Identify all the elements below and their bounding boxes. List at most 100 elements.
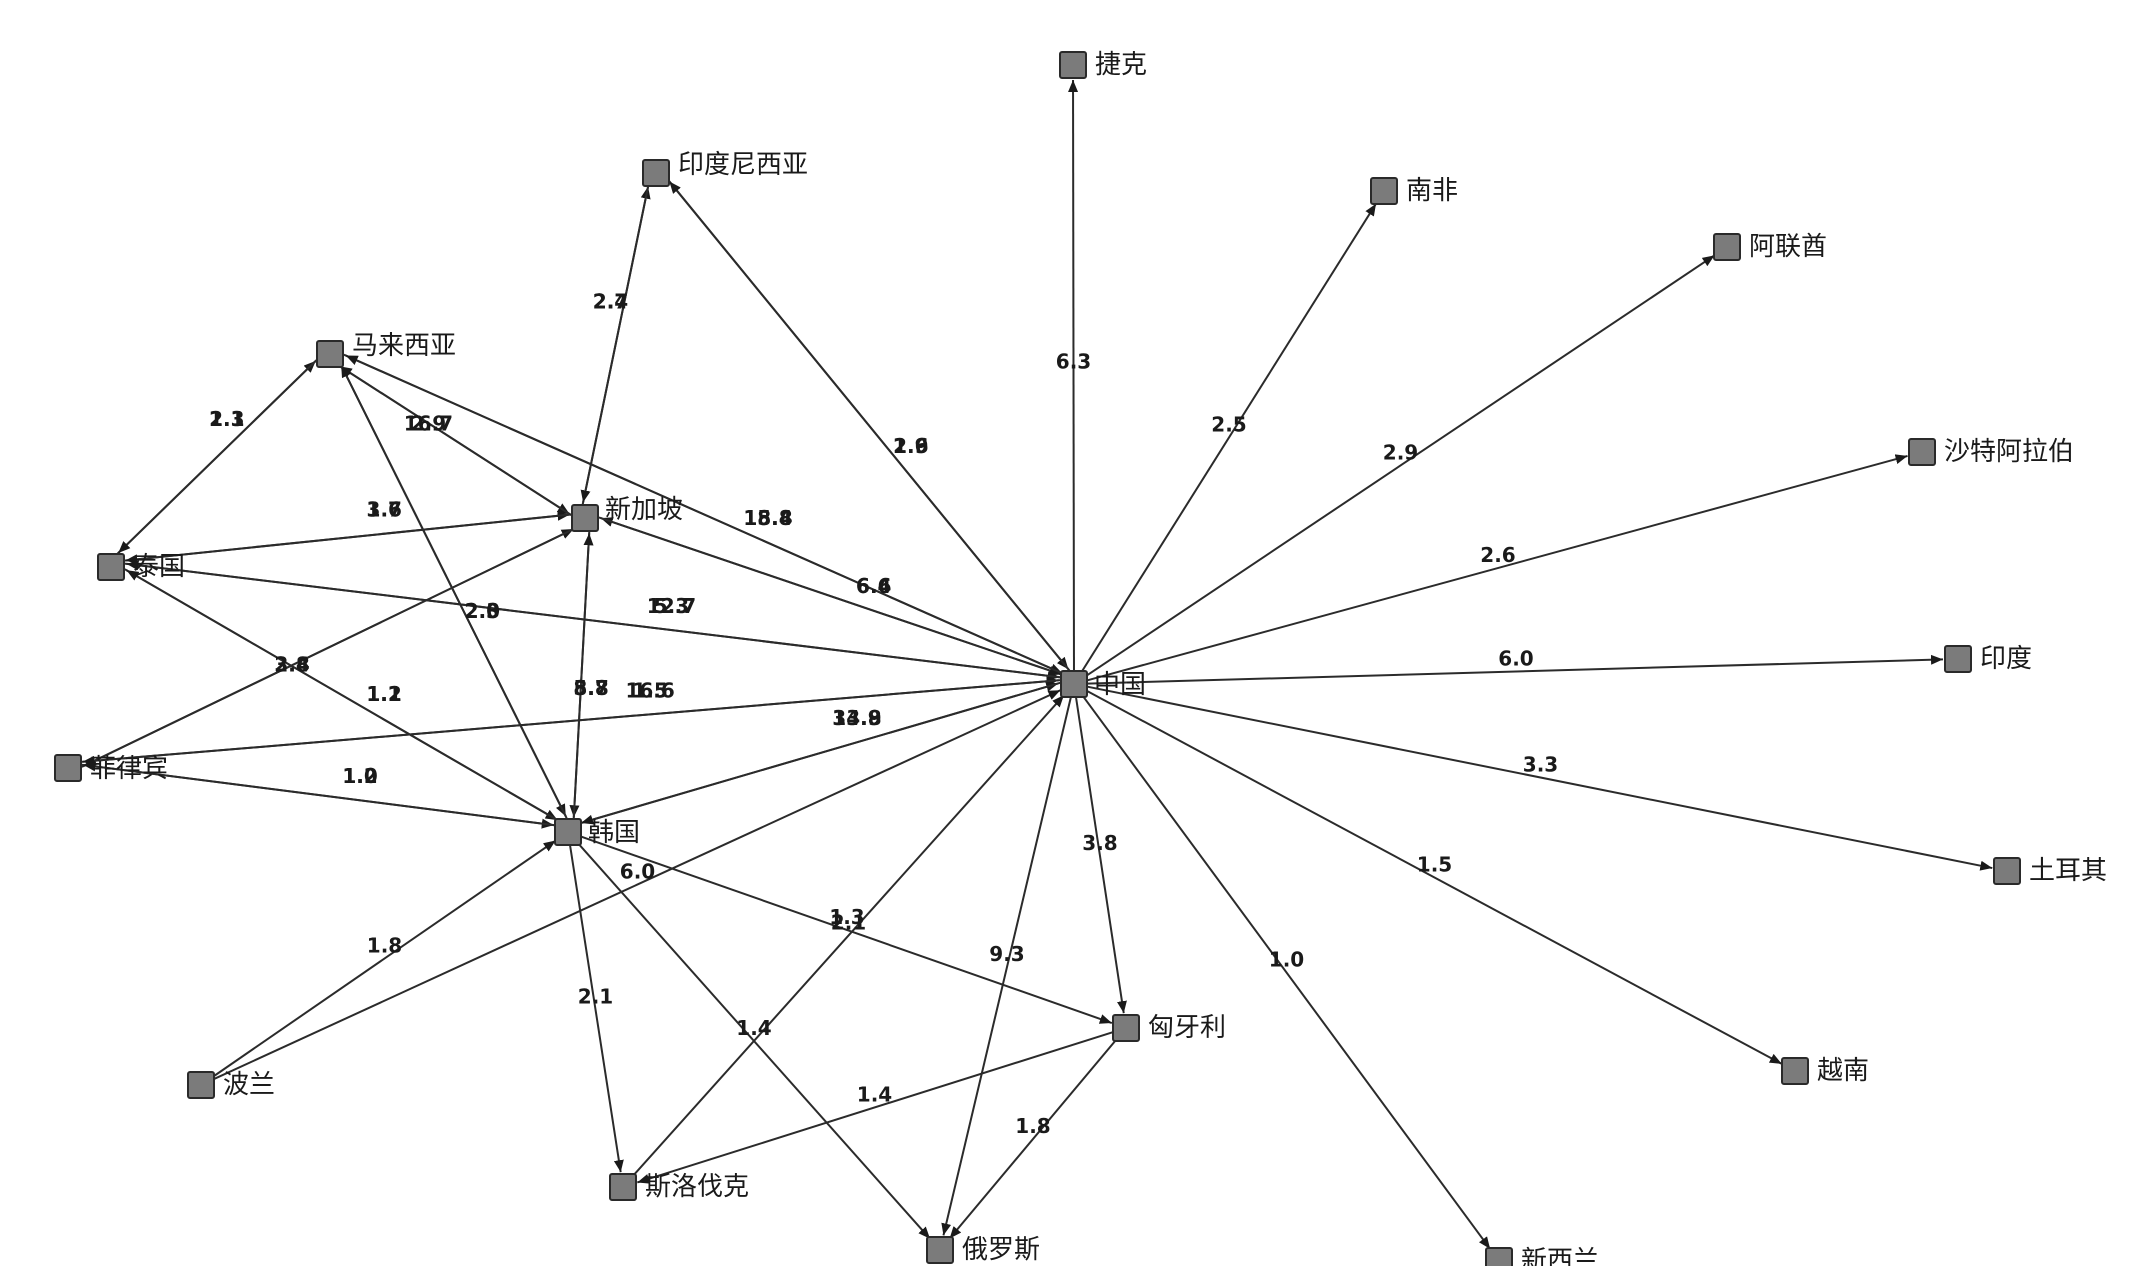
edge-label-kr-to-cn: 33.8 — [832, 706, 881, 730]
edge-label-cn-to-my: 15.8 — [743, 506, 792, 530]
node-box — [1993, 857, 2021, 885]
edge-label-cn-to-ae: 2.9 — [1383, 441, 1418, 465]
edge-kr-to-ph — [83, 761, 556, 827]
edge-cn-to-ph — [82, 679, 1061, 766]
node-nz[interactable]: 新西兰 — [1485, 1246, 1599, 1266]
edge-label-pl-to-kr: 1.8 — [367, 934, 402, 958]
edge-label-pl-to-cn: 6.0 — [620, 860, 655, 884]
edge-label-sg-to-my: 2.9 — [411, 411, 446, 435]
node-kr[interactable]: 韩国 — [554, 818, 640, 848]
edge-cn-to-ae — [1084, 254, 1716, 678]
edge-sg-to-th — [125, 513, 572, 565]
edge-label-kr-to-ru: 1.4 — [736, 1016, 771, 1040]
node-box — [1713, 233, 1741, 261]
node-label: 菲律宾 — [90, 754, 168, 784]
node-my[interactable]: 马来西亚 — [316, 331, 456, 368]
edges-layer — [80, 79, 1993, 1250]
edge-label-cn-to-tr: 3.3 — [1523, 753, 1558, 777]
node-ru[interactable]: 俄罗斯 — [926, 1235, 1040, 1265]
edge-cn-to-za — [1080, 203, 1377, 674]
node-sa[interactable]: 沙特阿拉伯 — [1908, 437, 2074, 467]
edge-cn-to-hu — [1074, 696, 1127, 1014]
edge-label-th-to-kr: 1.2 — [366, 682, 401, 706]
edge-label-sg-to-ph: 2.8 — [274, 652, 309, 676]
node-label: 斯洛伐克 — [645, 1172, 749, 1202]
edge-label-cn-to-id: 2.9 — [893, 434, 928, 458]
edge-kr-to-ru — [575, 841, 931, 1240]
edge-sk-to-cn — [630, 694, 1065, 1178]
edge-kr-to-th — [125, 569, 560, 823]
node-id[interactable]: 印度尼西亚 — [642, 150, 808, 187]
node-box — [54, 754, 82, 782]
edge-label-th-to-cn: 12.7 — [647, 594, 696, 618]
edge-sg-to-ph — [83, 527, 576, 767]
edge-label-kr-to-ph: 1.0 — [342, 764, 377, 788]
edge-label-cn-to-nz: 1.0 — [1269, 948, 1304, 972]
edge-label-hu-to-sk: 1.4 — [857, 1083, 892, 1107]
edge-label-sk-to-cn: 2.1 — [831, 911, 866, 935]
node-label: 捷克 — [1095, 50, 1147, 80]
edge-label-th-to-sg: 3.7 — [367, 498, 402, 522]
edge-label-kr-to-th: 1.1 — [366, 682, 401, 706]
node-sk[interactable]: 斯洛伐克 — [609, 1172, 749, 1202]
edge-cn-to-th — [126, 560, 1062, 679]
edge-label-sg-to-th: 1.6 — [367, 498, 402, 522]
edge-label-kr-to-my: 2.3 — [465, 599, 500, 623]
edge-label-id-to-sg: 2.4 — [593, 290, 628, 314]
edge-cn-to-cz — [1068, 79, 1079, 672]
edge-label-cn-to-vn: 1.5 — [1417, 853, 1452, 877]
edge-labels-layer: 6.32.52.92.66.03.31.51.03.89.32.16.033.8… — [209, 290, 1558, 1138]
edge-label-cn-to-za: 2.5 — [1211, 413, 1246, 437]
edge-cn-to-id — [668, 180, 1071, 672]
node-tr[interactable]: 土耳其 — [1993, 856, 2107, 886]
node-ph[interactable]: 菲律宾 — [54, 754, 168, 784]
node-label: 新西兰 — [1521, 1246, 1599, 1266]
edge-label-kr-to-sk: 2.1 — [578, 985, 613, 1009]
edge-hu-to-ru — [948, 1037, 1119, 1240]
edge-label-th-to-my: 1.1 — [209, 407, 244, 431]
edge-label-my-to-cn: 18.4 — [743, 506, 792, 530]
node-label: 印度 — [1980, 644, 2032, 674]
node-box — [926, 1236, 954, 1264]
node-cn[interactable]: 中国 — [1060, 670, 1146, 700]
node-cz[interactable]: 捷克 — [1059, 50, 1147, 80]
edge-label-kr-to-sg: 8.7 — [573, 676, 608, 700]
node-pl[interactable]: 波兰 — [187, 1070, 275, 1100]
edge-pl-to-cn — [212, 689, 1061, 1081]
node-hu[interactable]: 匈牙利 — [1112, 1013, 1226, 1043]
node-ae[interactable]: 阿联酋 — [1713, 232, 1827, 262]
edge-label-cn-to-sg: 6.4 — [856, 574, 891, 598]
node-vn[interactable]: 越南 — [1781, 1056, 1869, 1086]
node-label: 泰国 — [133, 552, 185, 582]
edge-cn-to-my — [345, 354, 1065, 676]
edge-cn-to-ru — [941, 696, 1072, 1236]
node-za[interactable]: 南非 — [1370, 176, 1458, 206]
edge-sg-to-my — [339, 365, 572, 517]
node-label: 马来西亚 — [352, 331, 456, 361]
edge-kr-to-sk — [569, 844, 624, 1173]
edge-cn-to-nz — [1080, 693, 1491, 1250]
node-box — [642, 159, 670, 187]
node-box — [571, 504, 599, 532]
edge-sg-to-cn — [598, 516, 1062, 676]
edge-label-hu-to-ru: 1.8 — [1015, 1114, 1050, 1138]
edge-label-sg-to-id: 2.7 — [593, 290, 628, 314]
node-box — [1944, 645, 1972, 673]
edge-id-to-sg — [580, 184, 650, 503]
node-sg[interactable]: 新加坡 — [571, 495, 683, 532]
edge-kr-to-my — [340, 364, 568, 819]
node-th[interactable]: 泰国 — [97, 552, 185, 582]
node-box — [316, 340, 344, 368]
edge-hu-to-sk — [637, 1030, 1114, 1184]
node-label: 印度尼西亚 — [678, 150, 808, 180]
edge-label-cn-to-sa: 2.6 — [1480, 543, 1515, 567]
edge-label-cn-to-cz: 6.3 — [1056, 350, 1091, 374]
edge-kr-to-sg — [572, 533, 594, 820]
node-box — [1908, 438, 1936, 466]
node-box — [1370, 177, 1398, 205]
node-in[interactable]: 印度 — [1944, 644, 2032, 674]
node-box — [609, 1173, 637, 1201]
edge-label-cn-to-in: 6.0 — [1498, 647, 1533, 671]
